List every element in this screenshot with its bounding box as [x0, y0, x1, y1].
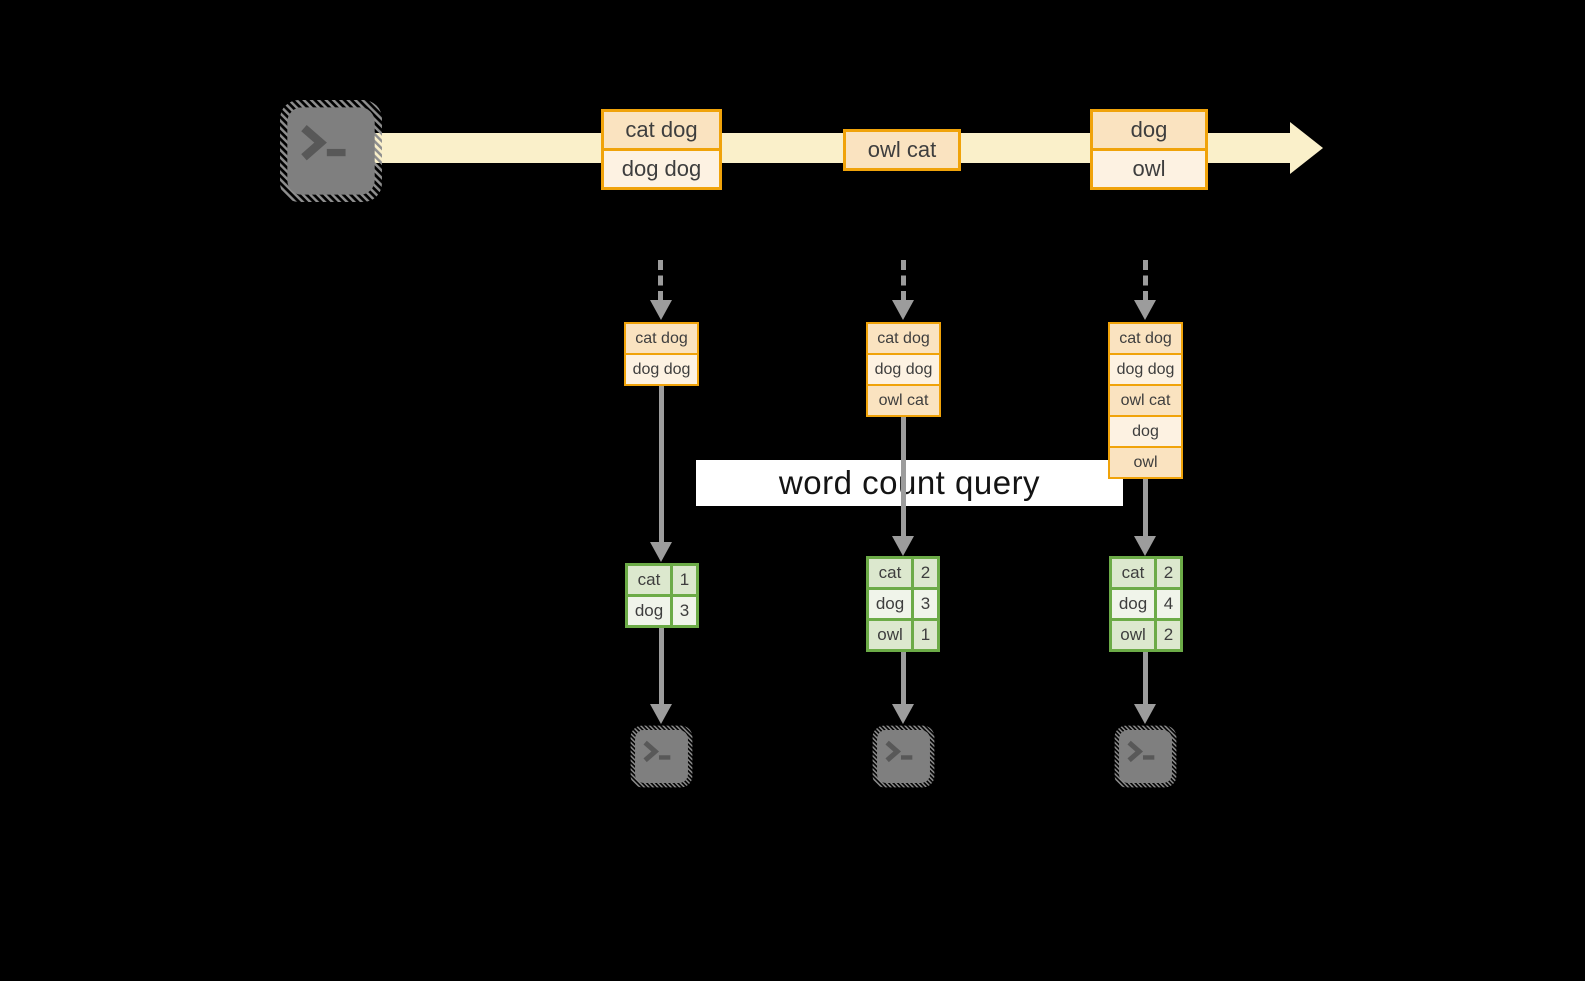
- stream-record: dog dog: [604, 148, 719, 187]
- query-arrow-head-2: [892, 536, 914, 556]
- count-word: cat: [1112, 559, 1154, 587]
- count-row: dog 4: [1112, 587, 1180, 618]
- count-value: 1: [911, 621, 937, 649]
- sink-terminal-icon-2: [872, 725, 935, 788]
- source-terminal-icon: [280, 100, 382, 202]
- sink-terminal-icon-3: [1114, 725, 1177, 788]
- trigger-arrow-shaft-3: [1143, 260, 1148, 301]
- count-row: dog 3: [869, 587, 937, 618]
- trigger-arrow-head-1: [650, 300, 672, 320]
- input-buffer-1: cat dog dog dog: [624, 322, 699, 386]
- count-row: dog 3: [628, 594, 696, 625]
- sink-arrow-head-2: [892, 704, 914, 724]
- trigger-arrow-head-2: [892, 300, 914, 320]
- query-banner: word count query: [696, 460, 1123, 506]
- count-table-1: cat 1 dog 3: [625, 563, 699, 628]
- stream-event-batch-1: cat dog dog dog: [601, 109, 722, 190]
- query-arrow-head-3: [1134, 536, 1156, 556]
- trigger-arrow-shaft-2: [901, 260, 906, 301]
- sink-arrow-head-3: [1134, 704, 1156, 724]
- count-row: owl 2: [1112, 618, 1180, 649]
- sink-terminal-icon-1: [630, 725, 693, 788]
- count-value: 2: [911, 559, 937, 587]
- count-word: dog: [1112, 590, 1154, 618]
- sink-arrow-shaft-2: [901, 652, 906, 706]
- trigger-arrow-head-3: [1134, 300, 1156, 320]
- query-arrow-head-1: [650, 542, 672, 562]
- count-word: cat: [869, 559, 911, 587]
- query-arrow-shaft-1: [659, 386, 664, 542]
- buffer-record: cat dog: [1110, 324, 1181, 353]
- stream-record: owl: [1093, 148, 1205, 187]
- stream-event-batch-2: owl cat: [843, 129, 961, 171]
- count-row: cat 2: [1112, 559, 1180, 587]
- stream-record: dog: [1093, 112, 1205, 148]
- sink-arrow-shaft-1: [659, 628, 664, 706]
- stream-event-batch-3: dog owl: [1090, 109, 1208, 190]
- count-word: dog: [869, 590, 911, 618]
- sink-arrow-shaft-3: [1143, 652, 1148, 706]
- buffer-record: owl cat: [1110, 384, 1181, 415]
- buffer-record: owl cat: [868, 384, 939, 415]
- stream-record: owl cat: [846, 132, 958, 168]
- count-row: cat 1: [628, 566, 696, 594]
- input-buffer-3: cat dog dog dog owl cat dog owl: [1108, 322, 1183, 479]
- count-table-2: cat 2 dog 3 owl 1: [866, 556, 940, 652]
- buffer-record: cat dog: [626, 324, 697, 353]
- query-arrow-shaft-2: [901, 417, 906, 536]
- buffer-record: dog dog: [868, 353, 939, 384]
- stream-timeline-arrowhead: [1290, 122, 1323, 174]
- count-value: 4: [1154, 590, 1180, 618]
- input-buffer-2: cat dog dog dog owl cat: [866, 322, 941, 417]
- stream-record: cat dog: [604, 112, 719, 148]
- count-row: cat 2: [869, 559, 937, 587]
- count-word: dog: [628, 597, 670, 625]
- count-word: cat: [628, 566, 670, 594]
- count-word: owl: [1112, 621, 1154, 649]
- count-table-3: cat 2 dog 4 owl 2: [1109, 556, 1183, 652]
- count-row: owl 1: [869, 618, 937, 649]
- buffer-record: cat dog: [868, 324, 939, 353]
- query-arrow-shaft-3: [1143, 479, 1148, 536]
- buffer-record: dog: [1110, 415, 1181, 446]
- count-value: 3: [670, 597, 696, 625]
- sink-arrow-head-1: [650, 704, 672, 724]
- buffer-record: owl: [1110, 446, 1181, 477]
- buffer-record: dog dog: [1110, 353, 1181, 384]
- count-value: 2: [1154, 621, 1180, 649]
- count-value: 3: [911, 590, 937, 618]
- count-value: 2: [1154, 559, 1180, 587]
- buffer-record: dog dog: [626, 353, 697, 384]
- count-value: 1: [670, 566, 696, 594]
- trigger-arrow-shaft-1: [658, 260, 663, 301]
- count-word: owl: [869, 621, 911, 649]
